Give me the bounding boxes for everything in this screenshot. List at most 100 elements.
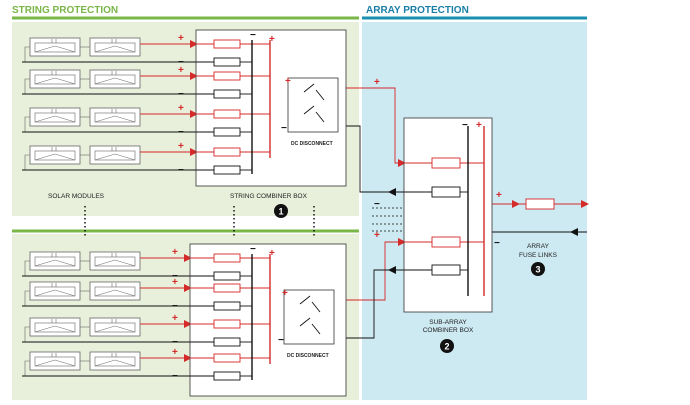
string-fuse <box>213 39 241 49</box>
minus-sign: − <box>172 301 178 312</box>
plus-sign: + <box>178 33 184 44</box>
section-title-string-protection: STRING PROTECTION <box>12 5 118 16</box>
label-sub-array-line1: SUB-ARRAY <box>429 319 467 326</box>
string-fuse <box>213 71 241 81</box>
feeder-positive-top <box>338 87 406 167</box>
minus-sign: − <box>178 57 184 68</box>
plus-sign: + <box>172 313 178 324</box>
label-sub-array-line2: COMBINER BOX <box>423 327 474 334</box>
feeder-arrow <box>388 188 396 196</box>
output-arrow <box>512 200 520 208</box>
sub-array-combiner-box <box>403 117 493 313</box>
string-disconnect <box>213 165 241 175</box>
feeder-arrow <box>388 266 396 274</box>
svg-text:2: 2 <box>444 342 449 352</box>
solar-module <box>89 69 141 89</box>
sub-array-disconnect <box>431 186 461 198</box>
solar-module <box>29 69 81 89</box>
feeder-minus: − <box>374 199 380 210</box>
string-fuse <box>213 353 241 363</box>
minus-sign: − <box>178 127 184 138</box>
label-array-fuse-line2: FUSE LINKS <box>519 252 558 259</box>
combiner-internals <box>190 39 555 381</box>
plus-sign: + <box>172 347 178 358</box>
polarity-signs: +−+−+−+−−++−+−+−+−−++−+−+−++−+− <box>172 30 502 382</box>
plus-sign: + <box>178 103 184 114</box>
svg-text:3: 3 <box>535 265 540 275</box>
bus-minus-sign: − <box>462 120 468 131</box>
bus-plus-sign: + <box>269 248 275 259</box>
string-disconnect <box>213 301 241 311</box>
plus-sign: + <box>172 247 178 258</box>
string-fuse <box>213 253 241 263</box>
solar-module <box>89 317 141 337</box>
sub-array-fuse <box>431 157 461 169</box>
dc-disconnect-bottom <box>283 289 335 345</box>
plus-sign: + <box>172 277 178 288</box>
string-disconnect <box>213 271 241 281</box>
solar-module <box>89 351 141 371</box>
string-fuse <box>213 319 241 329</box>
minus-sign-disc: − <box>281 123 287 134</box>
sub-array-disconnect <box>431 264 461 276</box>
bus-plus-sign: + <box>269 34 275 45</box>
solar-module <box>89 145 141 165</box>
string-disconnect <box>213 57 241 67</box>
string-disconnect <box>213 371 241 381</box>
array-fuse-link <box>525 198 555 210</box>
plus-sign: + <box>178 65 184 76</box>
label-string-combiner-box: STRING COMBINER BOX <box>230 193 308 200</box>
string-disconnect <box>213 127 241 137</box>
string-fuse <box>213 283 241 293</box>
bus-minus-sign: − <box>250 30 256 41</box>
plus-sign-disc: + <box>282 288 288 299</box>
bus-minus-sign: − <box>250 244 256 255</box>
label-dc-disconnect-bottom: DC DISCONNECT <box>287 353 329 359</box>
solar-module <box>29 317 81 337</box>
section-title-array-protection: ARRAY PROTECTION <box>366 5 469 16</box>
string-fuse <box>213 147 241 157</box>
solar-module <box>89 251 141 271</box>
solar-module <box>89 37 141 57</box>
svg-text:1: 1 <box>278 207 283 217</box>
solar-module <box>29 37 81 57</box>
string-disconnect <box>213 337 241 347</box>
output-minus: − <box>494 238 500 249</box>
solar-module <box>29 351 81 371</box>
feeder-positive-bottom <box>334 238 406 301</box>
badge-string-combiner: 1 <box>274 204 288 218</box>
solar-module <box>89 107 141 127</box>
plus-sign-disc: + <box>285 76 291 87</box>
string-disconnect <box>213 89 241 99</box>
label-solar-modules: SOLAR MODULES <box>48 193 105 200</box>
minus-sign: − <box>178 165 184 176</box>
badge-sub-array: 2 <box>440 339 454 353</box>
output-arrow <box>570 228 578 236</box>
solar-module <box>29 107 81 127</box>
solar-module-group <box>22 37 141 377</box>
minus-sign: − <box>178 89 184 100</box>
sub-array-fuse <box>431 236 461 248</box>
badge-array-fuse: 3 <box>531 262 545 276</box>
bus-plus-sign: + <box>476 120 482 131</box>
string-fuse <box>213 109 241 119</box>
minus-sign-disc: − <box>278 335 284 346</box>
feeder-plus: + <box>374 230 380 241</box>
solar-module <box>89 281 141 301</box>
solar-module <box>29 281 81 301</box>
label-array-fuse-line1: ARRAY <box>527 243 550 250</box>
dc-disconnect-switches <box>299 83 325 335</box>
feeder-negative-top <box>338 125 404 193</box>
label-dc-disconnect-top: DC DISCONNECT <box>291 141 333 147</box>
solar-module <box>29 145 81 165</box>
minus-sign: − <box>172 271 178 282</box>
solar-module <box>29 251 81 271</box>
minus-sign: − <box>172 371 178 382</box>
feeder-plus: + <box>374 77 380 88</box>
dc-disconnect-top <box>287 77 339 133</box>
plus-sign: + <box>178 141 184 152</box>
output-plus: + <box>496 190 502 201</box>
continuation-dots <box>84 206 315 236</box>
